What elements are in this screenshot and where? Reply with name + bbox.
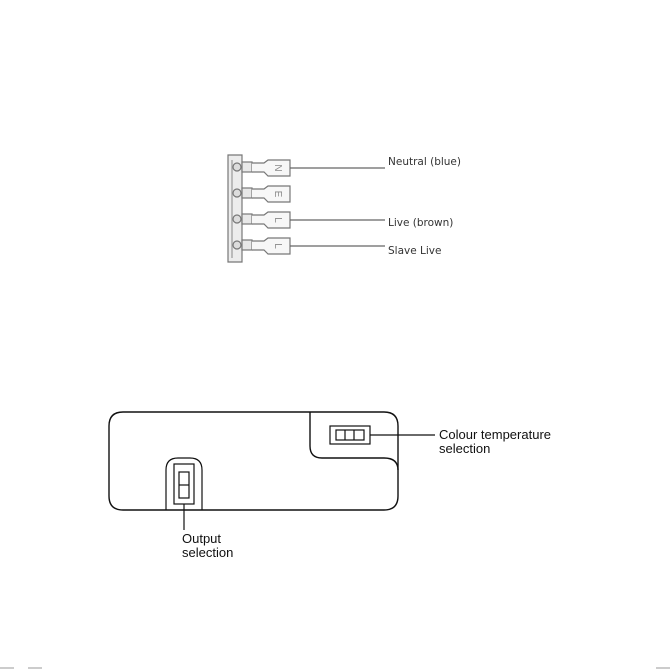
- label-output-line2: selection: [182, 546, 233, 560]
- label-output-line1: Output: [182, 532, 233, 546]
- pin-marking-l: L: [272, 217, 283, 223]
- label-live: Live (brown): [388, 217, 453, 229]
- label-colour-temperature-line2: selection: [439, 442, 551, 456]
- label-slave-live: Slave Live: [388, 245, 441, 257]
- pin-marking-n: N: [272, 164, 283, 171]
- label-output-selection: Output selection: [182, 532, 233, 560]
- terminal-block: N E L L: [228, 155, 290, 262]
- pin-marking-l2: L: [272, 243, 283, 249]
- pin-marking-e: E: [272, 191, 283, 198]
- driver-unit: [109, 412, 398, 510]
- colour-temperature-switch: [330, 426, 370, 444]
- label-colour-temperature: Colour temperature selection: [439, 428, 551, 456]
- label-neutral: Neutral (blue): [388, 156, 461, 168]
- output-selection-switch: [166, 458, 202, 510]
- label-colour-temperature-line1: Colour temperature: [439, 428, 551, 442]
